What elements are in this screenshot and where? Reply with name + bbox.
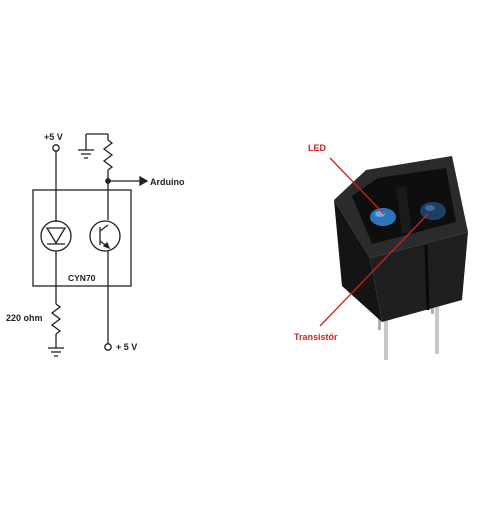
- sensor-body-left-face: [334, 200, 382, 322]
- led-lens: [370, 208, 396, 226]
- supply-top-terminal: [52, 144, 60, 152]
- transistor-emitter-arrow: [102, 241, 111, 250]
- ground-symbol-top: [78, 149, 94, 159]
- supply-top-label: +5 V: [44, 132, 63, 142]
- sensor-photo: [334, 156, 468, 360]
- transistor-pointer-line: [319, 213, 429, 327]
- sensor-pin-right: [435, 306, 439, 354]
- transistor-label: Transistör: [294, 332, 338, 342]
- transistor-lens: [420, 202, 446, 220]
- supply-bottom-label: + 5 V: [116, 342, 137, 352]
- sensor-pin-left: [384, 312, 388, 360]
- supply-bottom-terminal: [104, 343, 112, 351]
- schematic: [32, 133, 149, 357]
- resistor-label: 220 ohm: [6, 313, 43, 323]
- output-arrow: [139, 175, 149, 187]
- led-pointer-line: [329, 157, 385, 215]
- pullup-resistor: [102, 139, 114, 171]
- sensor-body-front-face: [370, 232, 468, 322]
- led-label: LED: [308, 143, 327, 153]
- led-symbol-circle: [40, 220, 72, 252]
- resistor-220: [50, 303, 62, 335]
- sensor-package-box: [32, 189, 132, 287]
- part-label: CYN70: [68, 273, 96, 283]
- led-triangle: [45, 227, 67, 245]
- transistor-symbol-circle: [89, 220, 121, 252]
- output-label: Arduino: [150, 177, 185, 187]
- ground-symbol-bottom: [48, 347, 64, 357]
- transistor-collector: [99, 224, 109, 232]
